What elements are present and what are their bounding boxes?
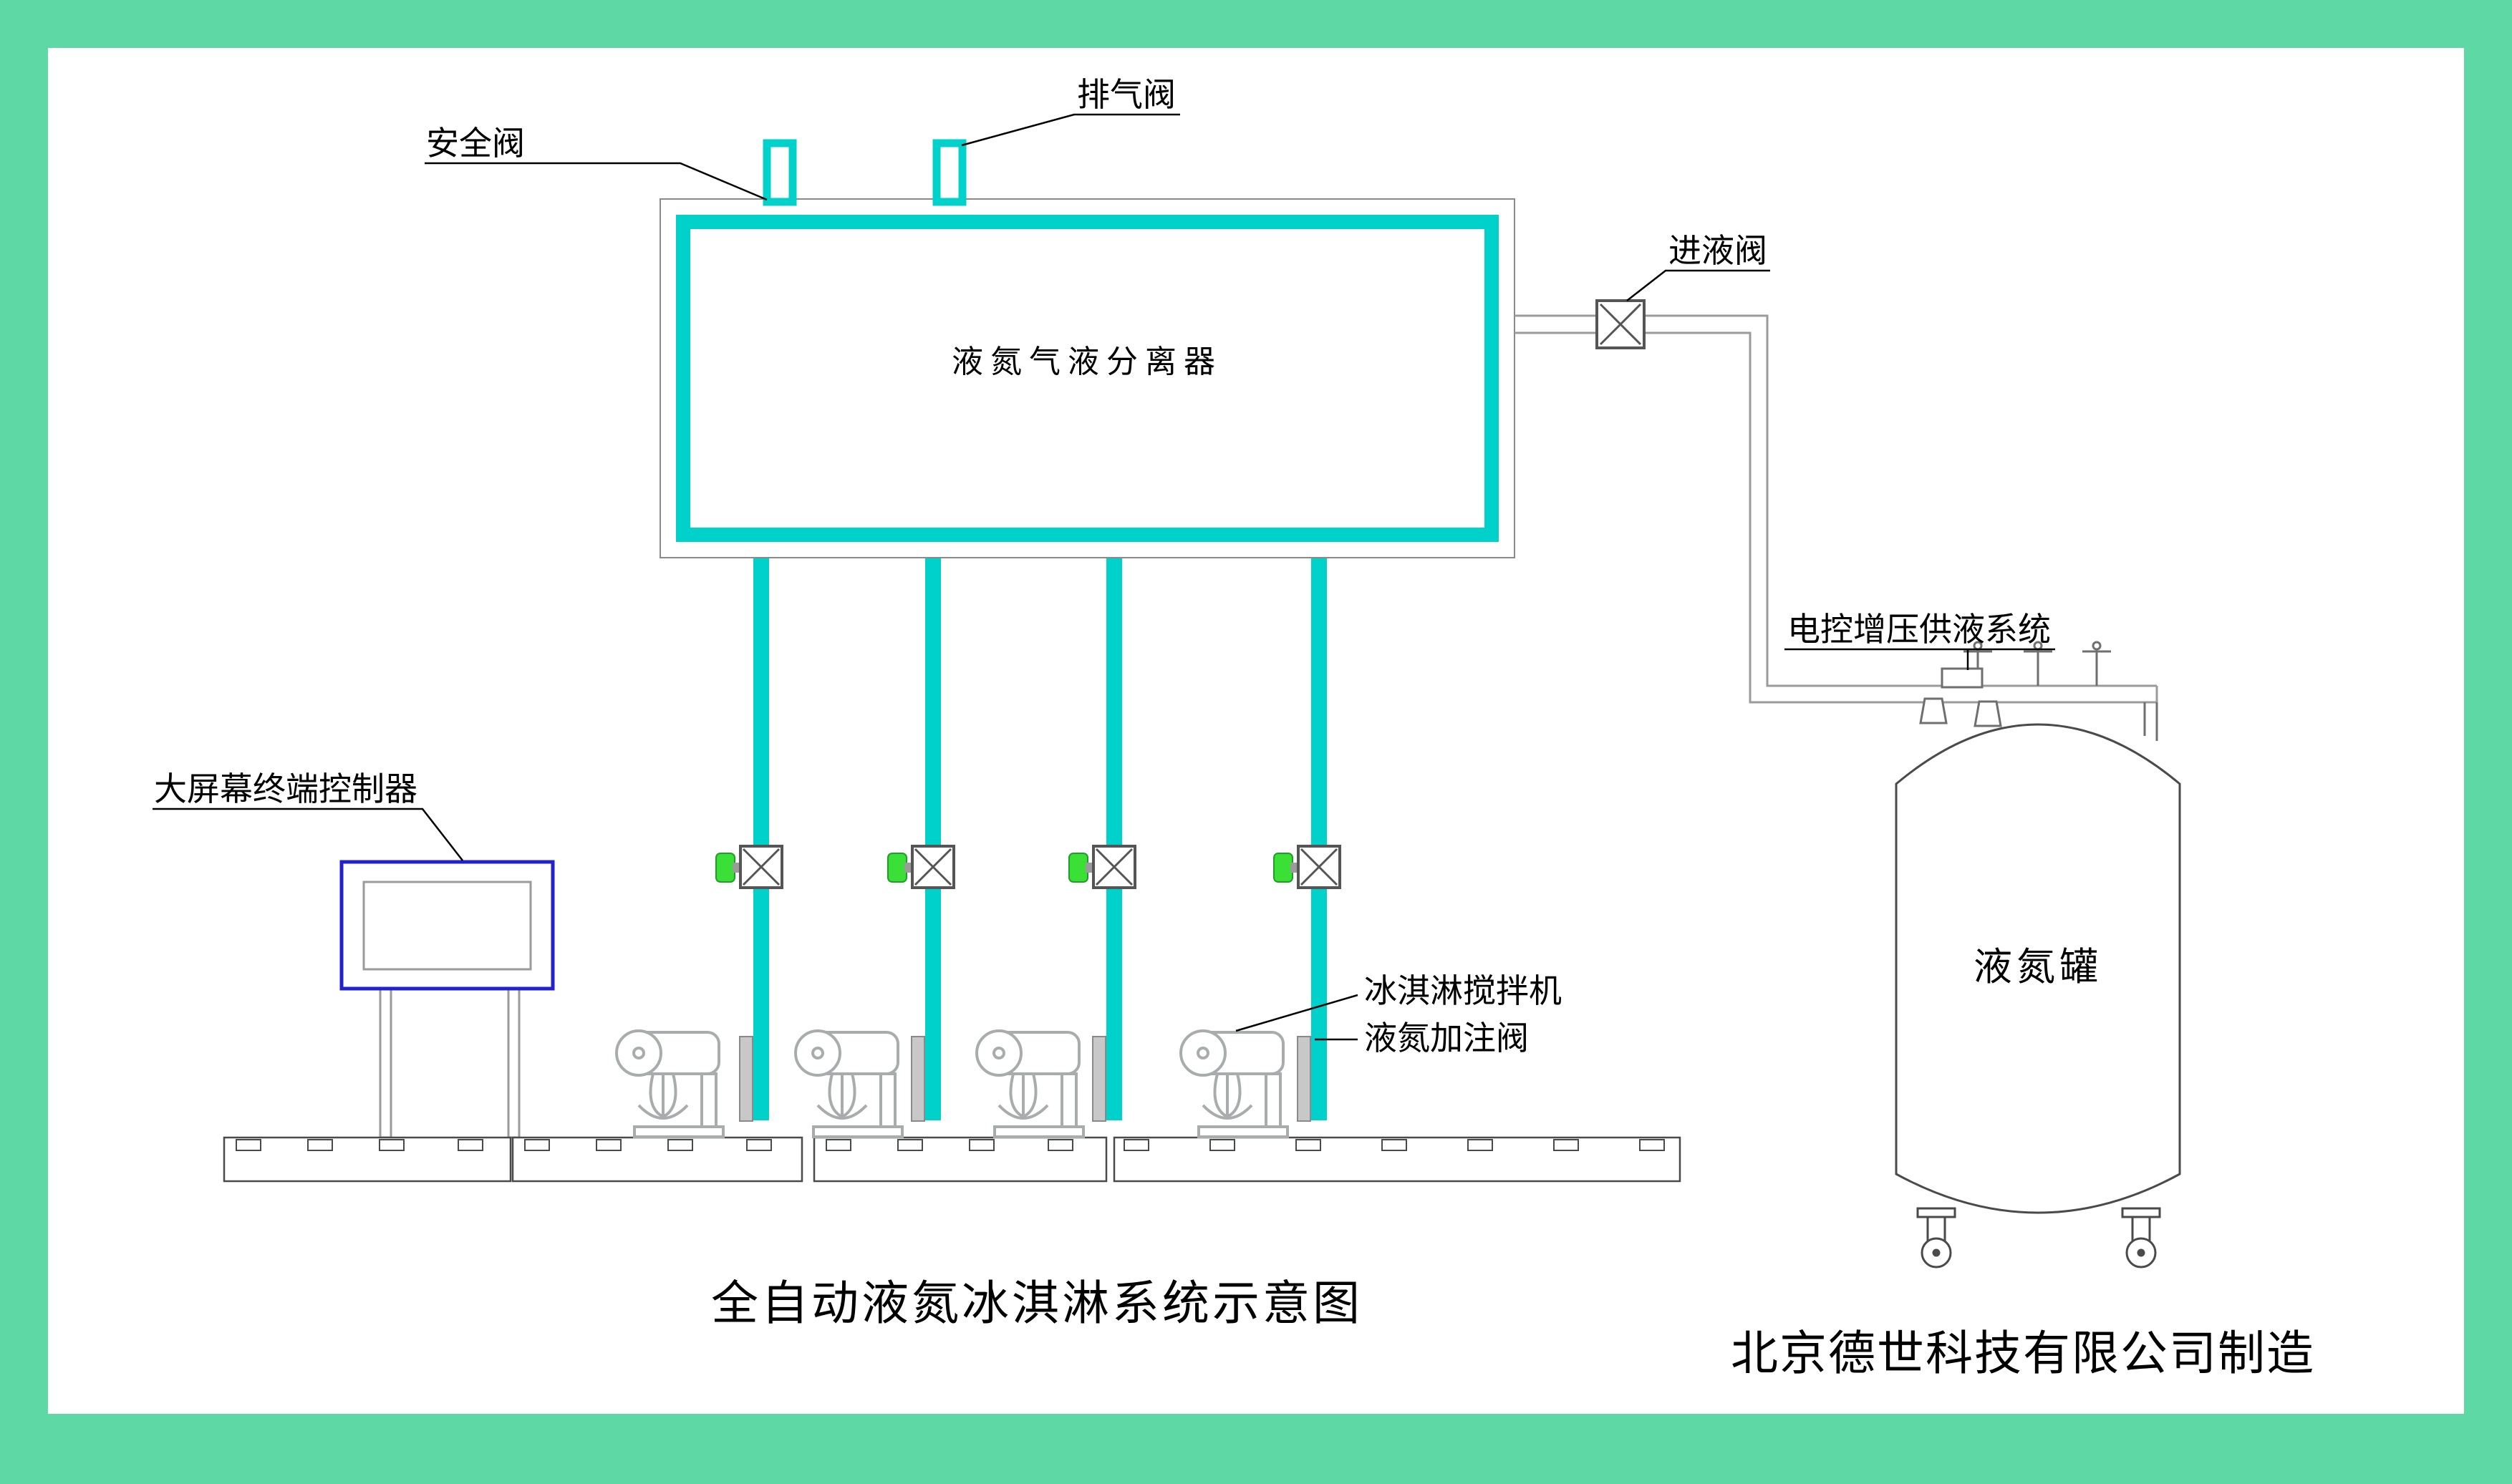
mixer-3 xyxy=(975,1029,1085,1138)
leader-lines xyxy=(153,113,2055,1041)
work-tables xyxy=(223,1136,1681,1183)
label-separator: 液氮气液分离器 xyxy=(952,344,1222,379)
mixer-2 xyxy=(794,1029,904,1138)
mixer-4 xyxy=(1179,1029,1289,1138)
monitor-stand-leg xyxy=(507,987,521,1139)
label-safety-valve: 安全阀 xyxy=(426,125,525,162)
label-inlet-valve: 进液阀 xyxy=(1668,233,1767,269)
dispense-valve-icon xyxy=(887,845,955,889)
nitrogen-tank xyxy=(1895,723,2181,1214)
label-supply-system: 电控增压供液系统 xyxy=(1787,611,2051,648)
leader-mixer xyxy=(1235,994,1358,1032)
leader-exhaust-valve xyxy=(961,113,1180,147)
dispense-valve-icon xyxy=(1272,845,1341,889)
dispense-valves xyxy=(715,845,1341,889)
ice-cream-mixers xyxy=(615,1029,1289,1138)
dispense-valve-icon xyxy=(715,845,783,889)
controller-monitor xyxy=(339,860,555,1139)
supply-apparatus xyxy=(1919,641,2158,741)
fill-valve-icon xyxy=(1297,1036,1311,1122)
drop-pipe-3 xyxy=(1106,551,1122,1120)
leader-inlet-valve xyxy=(1626,269,1770,301)
label-fill-valve: 液氮加注阀 xyxy=(1364,1020,1529,1057)
monitor-screen xyxy=(362,881,532,971)
separator-outlet-pipes xyxy=(753,551,1327,1120)
gas-liquid-separator xyxy=(660,198,1515,558)
mixer-1 xyxy=(615,1029,725,1138)
leader-safety-valve xyxy=(425,162,768,201)
diagram-title: 全自动液氮冰淇淋系统示意图 xyxy=(711,1278,1363,1330)
fill-valve-icon xyxy=(739,1036,753,1122)
manufacturer-caption: 北京德世科技有限公司制造 xyxy=(1731,1328,2315,1380)
safety-valve-icon xyxy=(763,139,797,206)
leader-controller xyxy=(153,808,463,861)
fill-valve-holders xyxy=(739,1036,1311,1122)
fill-valve-icon xyxy=(911,1036,925,1122)
label-controller: 大屏幕终端控制器 xyxy=(154,771,417,808)
drop-pipe-4 xyxy=(1311,551,1327,1120)
monitor-stand-leg xyxy=(379,987,392,1139)
tank-wheels xyxy=(1916,1207,2161,1269)
label-mixer: 冰淇淋搅拌机 xyxy=(1364,973,1562,1009)
label-tank: 液氮罐 xyxy=(1974,946,2102,989)
drop-pipe-1 xyxy=(753,551,769,1120)
inlet-valve-icon xyxy=(1595,299,1646,349)
drop-pipe-2 xyxy=(925,551,941,1120)
label-exhaust-valve: 排气阀 xyxy=(1077,77,1176,113)
exhaust-valve-icon xyxy=(932,139,967,206)
fill-valve-icon xyxy=(1092,1036,1106,1122)
dispense-valve-icon xyxy=(1068,845,1136,889)
